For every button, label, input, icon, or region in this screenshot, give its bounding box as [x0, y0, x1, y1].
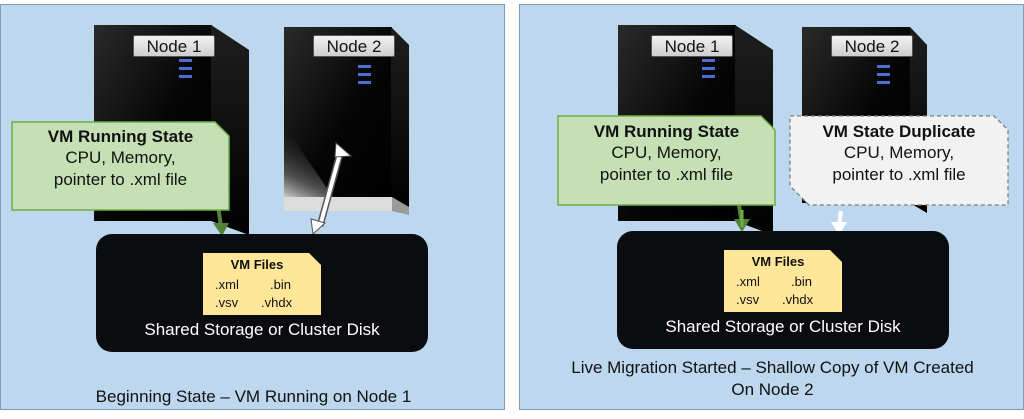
left-panel: Node 1 Node 2 VM Running State CPU, Memo… — [0, 4, 505, 410]
shared-storage: VM Files .xml .bin .vsv .vhdx Shared Sto… — [96, 234, 428, 352]
vm-file-bin: .bin — [791, 274, 812, 289]
duplicate-state-line2: pointer to .xml file — [832, 165, 966, 184]
node1-label: Node 1 — [651, 35, 733, 57]
vm-file-vsv: .vsv — [215, 295, 239, 310]
down-arrow-icon — [213, 204, 229, 236]
duplicate-state-line1: CPU, Memory, — [843, 143, 955, 162]
note-icon — [203, 253, 321, 315]
storage-label: Shared Storage or Cluster Disk — [144, 320, 380, 339]
right-panel: Node 1 Node 2 VM Running State CPU, Memo… — [519, 4, 1024, 410]
node2-label: Node 2 — [313, 35, 395, 57]
right-panel-graphics — [557, 25, 1009, 235]
right-caption: Live Migration Started – Shallow Copy of… — [520, 357, 1024, 401]
running-state-box: VM Running State CPU, Memory, pointer to… — [12, 126, 229, 191]
vm-files-note: VM Files .xml .bin .vsv .vhdx — [724, 250, 842, 312]
running-state-line2: pointer to .xml file — [599, 165, 734, 184]
running-state-line1: CPU, Memory, — [65, 148, 176, 167]
right-caption-line1: Live Migration Started – Shallow Copy of… — [571, 358, 974, 377]
vm-file-xml: .xml — [736, 274, 760, 289]
running-state-box: VM Running State CPU, Memory, pointer to… — [558, 121, 775, 186]
note-icon — [724, 250, 842, 312]
running-state-line2: pointer to .xml file — [53, 170, 188, 189]
down-arrow-icon — [734, 204, 750, 232]
vm-file-vhdx: .vhdx — [782, 292, 814, 307]
shared-storage: VM Files .xml .bin .vsv .vhdx Shared Sto… — [617, 231, 949, 349]
node1-label: Node 1 — [133, 35, 215, 57]
double-arrow-icon — [310, 141, 353, 236]
duplicate-state-title: VM State Duplicate — [822, 122, 976, 141]
left-caption: Beginning State – VM Running on Node 1 — [95, 387, 412, 406]
vm-file-vsv: .vsv — [736, 292, 760, 307]
storage-label: Shared Storage or Cluster Disk — [665, 317, 901, 336]
running-state-title: VM Running State — [47, 127, 194, 146]
duplicate-state-box: VM State Duplicate CPU, Memory, pointer … — [790, 121, 1008, 186]
right-caption-line2: On Node 2 — [731, 380, 814, 399]
vm-file-vhdx: .vhdx — [261, 295, 293, 310]
node2-label: Node 2 — [831, 35, 913, 57]
vm-files-note: VM Files .xml .bin .vsv .vhdx — [203, 253, 321, 315]
vm-files-title: VM Files — [751, 254, 805, 269]
running-state-line1: CPU, Memory, — [611, 143, 722, 162]
running-state-title: VM Running State — [593, 122, 740, 141]
vm-file-xml: .xml — [215, 277, 239, 292]
vm-files-title: VM Files — [230, 257, 284, 272]
vm-file-bin: .bin — [270, 277, 291, 292]
